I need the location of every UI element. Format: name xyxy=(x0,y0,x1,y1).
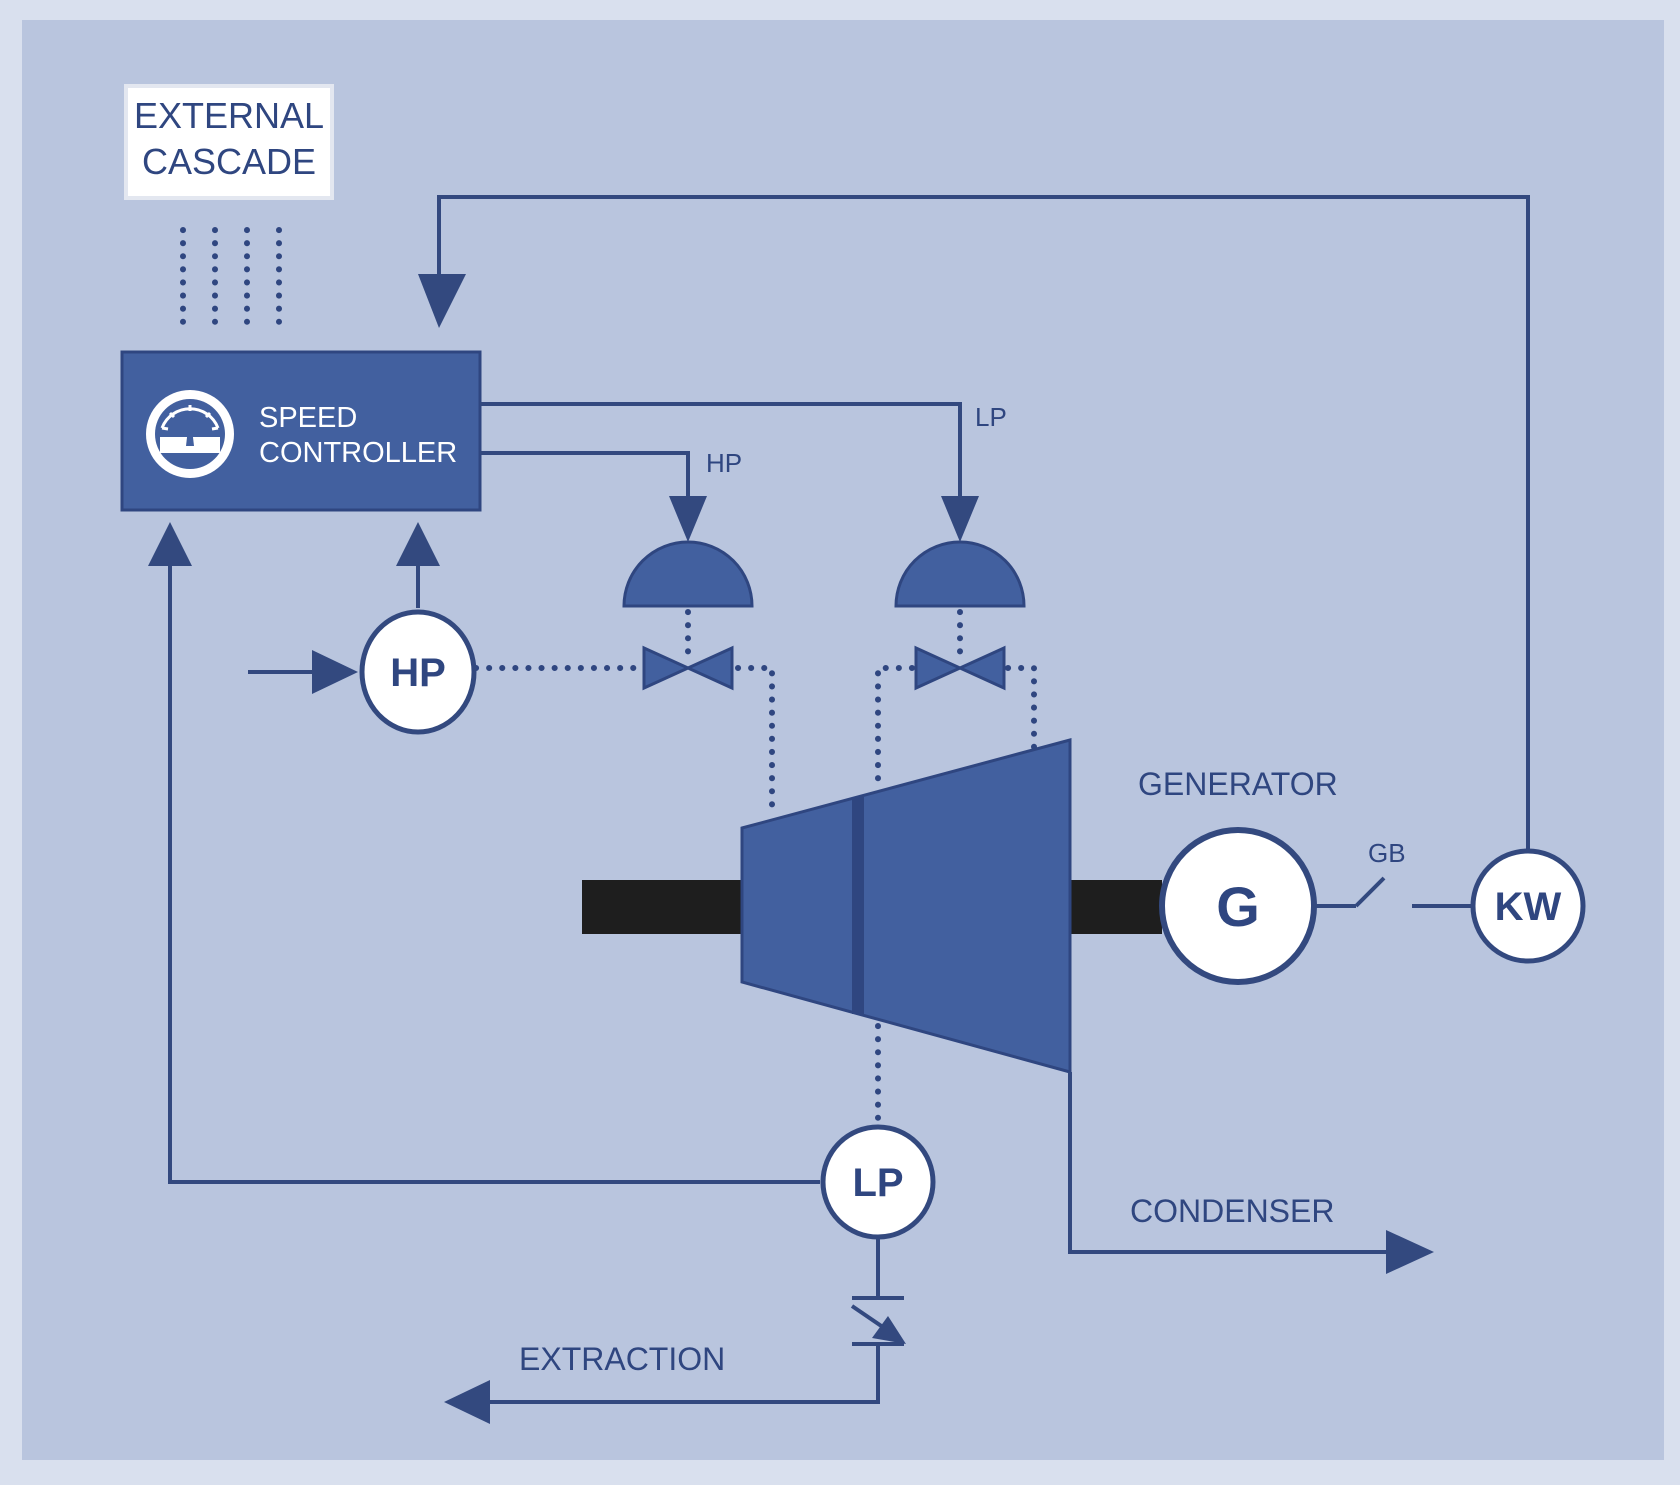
hp-control-valve xyxy=(642,645,734,691)
condenser-line: CONDENSER xyxy=(1068,1072,1434,1274)
steam-lines xyxy=(473,665,1037,1125)
lp-pressure-sensor[interactable]: LP xyxy=(820,1124,936,1240)
generator-title: GENERATOR xyxy=(1138,766,1338,802)
lp-sensor-label: LP xyxy=(852,1161,903,1205)
generator-breaker: GB xyxy=(1314,838,1472,908)
hp-signal-line: HP xyxy=(480,448,742,542)
external-cascade-box: EXTERNAL CASCADE xyxy=(124,84,334,200)
extraction-line: EXTRACTION xyxy=(444,1237,906,1424)
external-cascade-label-2: CASCADE xyxy=(142,141,316,182)
gb-label: GB xyxy=(1368,838,1406,868)
gauge-icon xyxy=(146,390,234,478)
cascade-signal-dots xyxy=(180,227,282,325)
hp-signal-label: HP xyxy=(706,448,742,478)
speed-controller-label-1: SPEED xyxy=(259,402,357,434)
diagram-panel xyxy=(22,20,1664,1460)
kw-label: KW xyxy=(1495,885,1562,929)
kw-feedback-line xyxy=(418,195,1530,853)
generator[interactable]: G xyxy=(1159,827,1317,985)
kw-feedback-arrow xyxy=(418,274,466,328)
speed-controller[interactable]: SPEED CONTROLLER xyxy=(120,350,482,512)
lp-sensor-to-controller xyxy=(148,522,820,1184)
hp-sensor-to-controller xyxy=(396,522,440,608)
condenser-label: CONDENSER xyxy=(1130,1193,1334,1229)
lp-control-valve xyxy=(914,645,1006,691)
generator-symbol: G xyxy=(1216,875,1260,938)
lp-signal-line: LP xyxy=(480,402,1007,542)
extraction-label: EXTRACTION xyxy=(519,1341,725,1377)
external-cascade-label-1: EXTERNAL xyxy=(134,95,324,136)
speed-controller-label-2: CONTROLLER xyxy=(259,437,457,469)
kw-transducer[interactable]: KW xyxy=(1470,848,1586,964)
hp-input-arrow xyxy=(248,650,358,694)
hp-sensor-label: HP xyxy=(390,651,446,695)
lp-valve-actuator xyxy=(894,540,1026,608)
hp-pressure-sensor[interactable]: HP xyxy=(359,609,477,735)
check-valve-arrow xyxy=(872,1316,906,1344)
lp-signal-label: LP xyxy=(975,402,1007,432)
hp-valve-actuator xyxy=(622,540,754,608)
